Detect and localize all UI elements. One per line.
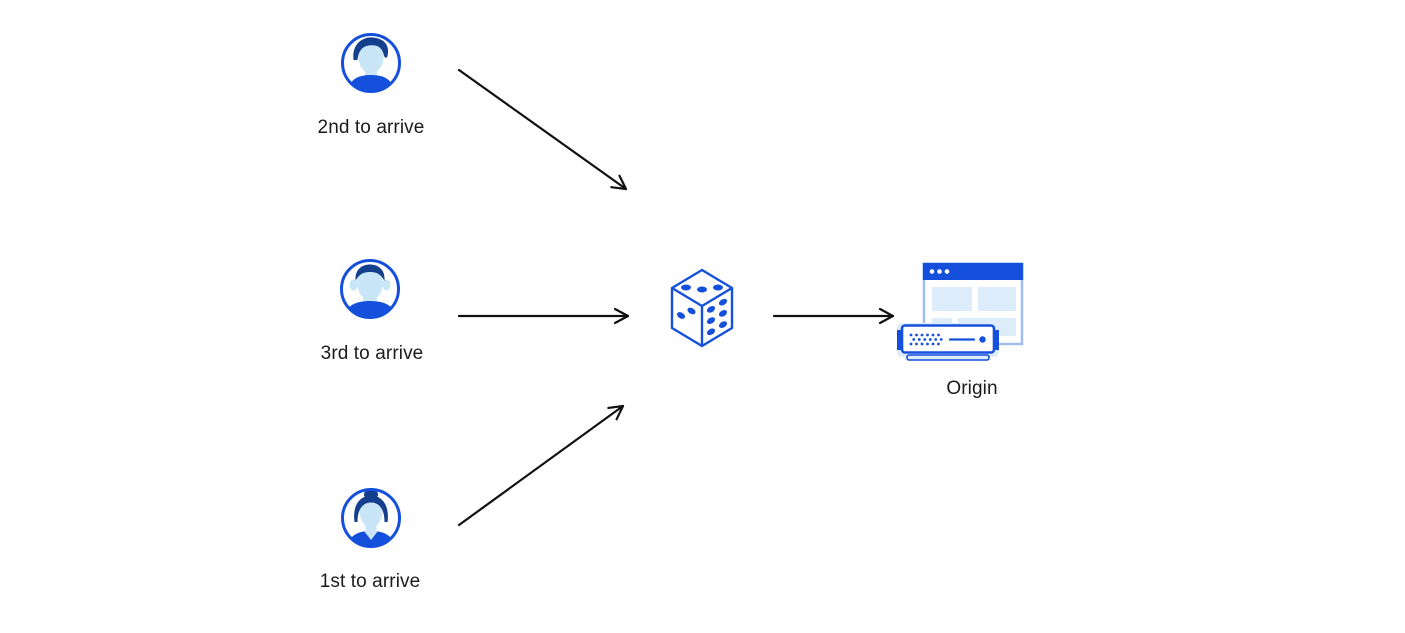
node-visitor-1st: 1st to arrive (320, 486, 420, 592)
node-label: 1st to arrive (319, 571, 421, 592)
node-label: Origin (946, 378, 998, 399)
server-icon (897, 323, 999, 361)
arrow-visitor1st-to-dice (457, 404, 625, 527)
node-label: 3rd to arrive (320, 343, 424, 364)
dice-icon (670, 268, 734, 348)
male-avatar-flat-top-icon (340, 259, 400, 319)
female-avatar-bun-icon (341, 488, 401, 548)
node-label: 2nd to arrive (317, 117, 425, 138)
node-visitor-3rd: 3rd to arrive (321, 257, 423, 364)
node-random-selector (670, 268, 734, 350)
male-avatar-swept-hair-icon (341, 33, 401, 93)
node-origin: Origin (896, 262, 1028, 399)
node-visitor-2nd: 2nd to arrive (318, 31, 424, 138)
browser-window-with-server-icon (897, 262, 1024, 361)
